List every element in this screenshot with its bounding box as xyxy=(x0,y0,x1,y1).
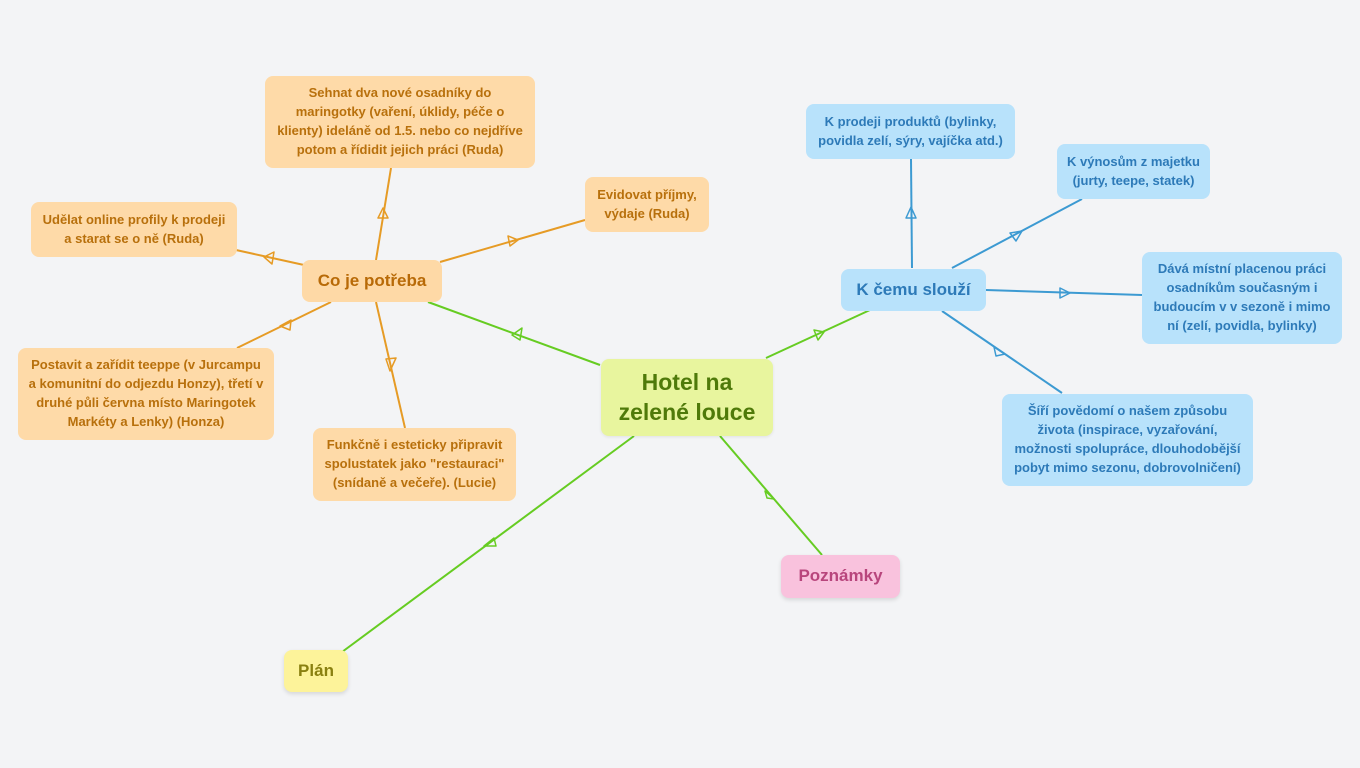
leaf-mistni-prace-text: Dává místní placenou práci osadníkům sou… xyxy=(1153,261,1331,333)
branch-plan-label: Plán xyxy=(298,660,334,680)
branch-plan[interactable]: Plán xyxy=(284,650,348,692)
arrow-root-poznamky xyxy=(764,490,775,500)
arrow-potreba-profily xyxy=(263,251,275,265)
branch-poznamky[interactable]: Poznámky xyxy=(781,555,900,598)
arrow-slouzi-povedomi xyxy=(993,346,1006,357)
edge-slouzi-produkty xyxy=(910,158,913,269)
leaf-prodej-produktu[interactable]: K prodeji produktů (bylinky, povidla zel… xyxy=(806,104,1015,159)
leaf-prodej-produktu-text: K prodeji produktů (bylinky, povidla zel… xyxy=(818,113,1003,148)
arrow-potreba-osadnici xyxy=(377,207,389,219)
root-label: Hotel na zelené louce xyxy=(618,368,756,425)
branch-co-je-potreba[interactable]: Co je potřeba xyxy=(302,260,442,302)
edge-potreba-osadnici xyxy=(375,167,392,261)
branch-k-cemu-slouzi-label: K čemu slouží xyxy=(856,279,971,299)
leaf-teeppe-text: Postavit a zařídit teeppe (v Jurcampu a … xyxy=(28,357,264,429)
leaf-spolustatek-text: Funkčně i esteticky připravit spolustate… xyxy=(324,437,505,490)
root-node[interactable]: Hotel na zelené louce xyxy=(601,359,773,436)
arrow-potreba-spolustatek xyxy=(385,357,397,372)
leaf-vynosy[interactable]: K výnosům z majetku (jurty, teepe, state… xyxy=(1057,144,1210,199)
edge-root-k-cemu-slouzi xyxy=(765,309,871,359)
edge-potreba-spolustatek xyxy=(375,301,406,429)
arrow-slouzi-produkty xyxy=(905,206,917,219)
leaf-evidovat-text: Evidovat příjmy, výdaje (Ruda) xyxy=(597,186,697,221)
edge-root-plan xyxy=(341,435,635,653)
arrow-potreba-evidovat xyxy=(507,235,519,247)
edge-potreba-profily xyxy=(235,249,305,266)
edge-slouzi-vynosy xyxy=(951,198,1083,269)
leaf-povedomi-text: Šíří povědomí o našem způsobu života (in… xyxy=(1014,403,1241,475)
arrow-potreba-teeppe xyxy=(279,319,292,331)
branch-co-je-potreba-label: Co je potřeba xyxy=(317,270,427,290)
leaf-vynosy-text: K výnosům z majetku (jurty, teepe, state… xyxy=(1067,153,1200,188)
leaf-povedomi[interactable]: Šíří povědomí o našem způsobu života (in… xyxy=(1002,394,1253,486)
arrow-slouzi-prace xyxy=(1059,287,1071,299)
leaf-osadnici[interactable]: Sehnat dva nové osadníky do maringotky (… xyxy=(265,76,535,168)
leaf-online-profily[interactable]: Udělat online profily k prodeji a starat… xyxy=(31,202,237,257)
branch-poznamky-label: Poznámky xyxy=(798,566,883,586)
leaf-teeppe[interactable]: Postavit a zařídit teeppe (v Jurcampu a … xyxy=(18,348,274,440)
edge-potreba-evidovat xyxy=(439,219,586,263)
leaf-spolustatek[interactable]: Funkčně i esteticky připravit spolustate… xyxy=(313,428,516,501)
leaf-online-profily-text: Udělat online profily k prodeji a starat… xyxy=(42,211,226,246)
arrow-slouzi-vynosy xyxy=(1009,230,1023,242)
leaf-osadnici-text: Sehnat dva nové osadníky do maringotky (… xyxy=(277,85,523,157)
leaf-evidovat[interactable]: Evidovat příjmy, výdaje (Ruda) xyxy=(585,177,709,232)
leaf-mistni-prace[interactable]: Dává místní placenou práci osadníkům sou… xyxy=(1142,252,1342,344)
branch-k-cemu-slouzi[interactable]: K čemu slouží xyxy=(841,269,986,311)
arrow-root-k-cemu-slouzi xyxy=(813,329,825,341)
edge-slouzi-prace xyxy=(985,289,1143,296)
arrow-root-co-je-potreba xyxy=(511,327,523,341)
arrow-root-plan xyxy=(483,537,497,547)
edge-potreba-teeppe xyxy=(236,301,332,349)
